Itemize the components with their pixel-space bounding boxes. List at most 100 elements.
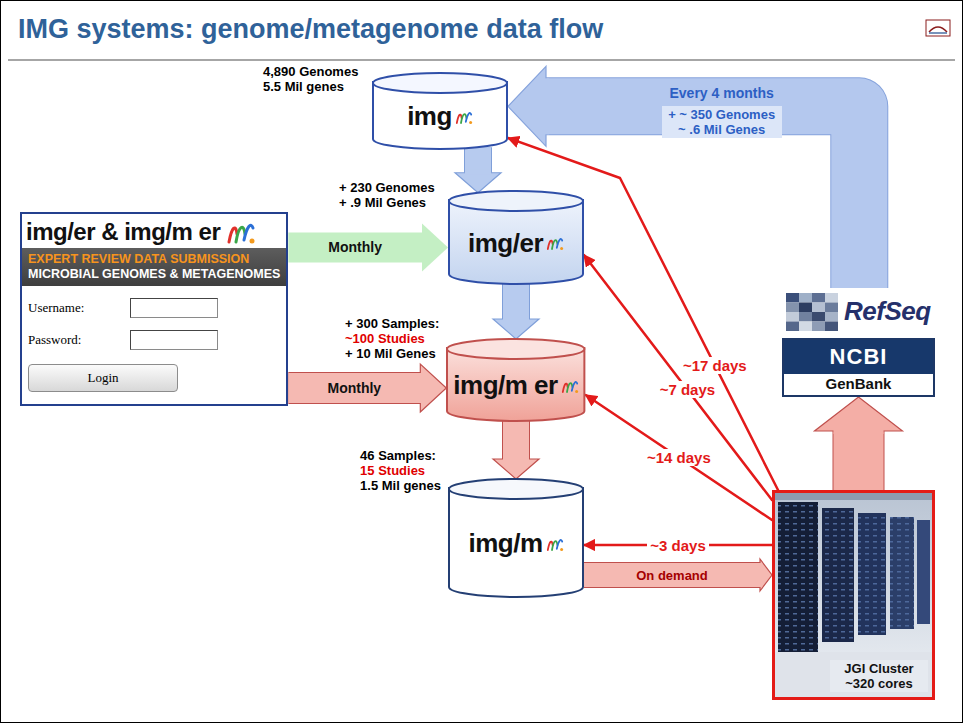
server-rack <box>858 513 886 635</box>
mosaic-tile <box>812 303 825 313</box>
flow-connector <box>455 147 501 193</box>
rack-leds <box>858 513 886 635</box>
login-button: Login <box>28 364 178 392</box>
logo-mark <box>546 533 564 555</box>
flow-connector <box>584 559 772 591</box>
cluster-box: JGI Cluster ~320 cores <box>772 490 935 700</box>
arrow-outline <box>584 562 760 588</box>
count-text: + 10 Mil Genes <box>345 346 439 361</box>
cylinder-top <box>449 479 583 499</box>
refseq-logo: RefSeq <box>782 288 937 334</box>
logo-dot <box>560 547 563 550</box>
button-label: Login <box>87 370 118 386</box>
text-input <box>130 330 218 350</box>
field-label: Username: <box>28 300 124 316</box>
lab-logo <box>929 27 947 32</box>
banner-line: EXPERT REVIEW DATA SUBMISSION <box>28 252 280 267</box>
logo-stroke <box>244 225 253 240</box>
flow-connector <box>586 395 772 520</box>
arrow-head <box>760 559 772 591</box>
server-rack <box>890 517 914 629</box>
count-text: 15 Studies <box>360 463 441 478</box>
connector-line <box>584 255 772 500</box>
mosaic-tile <box>799 322 812 332</box>
banner-band: EXPERT REVIEW DATA SUBMISSIONMICROBIAL G… <box>22 248 286 286</box>
mosaic-tile <box>825 303 838 313</box>
edge-label: Every 4 months <box>667 85 777 102</box>
database-cylinder: 46 Samples:15 Studies1.5 Mil genesimg/m <box>448 478 584 598</box>
mosaic-tile <box>799 312 812 322</box>
mosaic-tile <box>825 322 838 332</box>
form-row: Username: <box>28 298 280 318</box>
count-text: 1.5 Mil genes <box>360 478 441 493</box>
mosaic-tile <box>786 303 799 313</box>
arrow-shaft <box>288 233 422 263</box>
system-logo: img/m <box>448 499 584 588</box>
rack-leds <box>890 517 914 629</box>
flow-connector <box>288 224 448 272</box>
form-row: Password: <box>28 330 280 350</box>
arrow-joint <box>545 78 550 134</box>
arrow-outline <box>464 147 492 173</box>
cylinder-body <box>449 488 583 597</box>
mosaic-tile <box>799 303 812 313</box>
mosaic-tile <box>786 312 799 322</box>
ceiling-light <box>775 493 932 500</box>
database-cylinder: 4,890 Genomes 5.5 Mil genesimg <box>372 72 508 150</box>
system-logo: img/er <box>448 211 584 275</box>
flow-connector <box>493 421 539 479</box>
ncbi-box: NCBIGenBank <box>782 338 935 397</box>
connector-line <box>508 138 778 490</box>
logo-stroke <box>466 112 471 121</box>
arrow-joint <box>757 563 762 587</box>
arrow-head <box>493 459 539 479</box>
arrow-shaft <box>503 284 529 319</box>
count-text: 46 Samples: <box>360 448 441 463</box>
arrow-outline <box>546 106 859 288</box>
system-logo-text: img/er <box>468 228 543 259</box>
arrow-outline <box>502 421 530 459</box>
arrow-head <box>493 319 539 339</box>
logo-stroke <box>556 539 561 548</box>
cylinder-top <box>373 73 507 93</box>
flow-connector <box>815 397 903 490</box>
field-label: Password: <box>28 332 124 348</box>
mosaic-tile <box>812 322 825 332</box>
count-text: + 230 Genomes + .9 Mil Genes <box>339 180 441 210</box>
mosaic-tile <box>786 322 799 332</box>
title-rule <box>8 59 955 61</box>
system-logo: img <box>372 93 508 140</box>
arrow-outline <box>288 372 420 404</box>
system-logo-text: img/m er <box>453 370 557 401</box>
edge-label: ~7 days <box>657 381 718 398</box>
count-note: + 300 Samples:~100 Studies+ 10 Mil Genes <box>345 316 439 361</box>
text-input <box>130 298 218 318</box>
rack-leds <box>822 508 854 642</box>
logo-stroke <box>557 239 562 248</box>
arrow-joint <box>503 456 529 461</box>
arrow-shaft <box>834 431 884 490</box>
logo-stroke <box>571 381 576 390</box>
mosaic-tile <box>812 293 825 303</box>
mosaic-tile <box>825 312 838 322</box>
mosaic-tile <box>799 293 812 303</box>
connectors <box>288 66 902 591</box>
logo-mark <box>455 106 473 128</box>
ncbi-logo-text: NCBI <box>784 340 933 374</box>
arrow-note: + ~ 350 Genomes ~ .6 Mil Genes <box>662 106 782 138</box>
flow-connector <box>508 138 778 490</box>
count-text: ~100 Studies <box>345 331 439 346</box>
arrow-shaft <box>288 373 420 403</box>
server-rack <box>917 520 930 624</box>
connector-line <box>586 395 772 520</box>
arrow-outline <box>833 431 885 490</box>
arrow-head <box>815 397 903 431</box>
login-panel: img/er & img/m erEXPERT REVIEW DATA SUBM… <box>20 212 288 406</box>
logo-mark <box>561 375 579 397</box>
edge-label: ~3 days <box>647 537 708 554</box>
arrow-head <box>455 173 501 193</box>
logo-dot <box>250 239 255 244</box>
count-text: + 300 Samples: <box>345 316 439 331</box>
